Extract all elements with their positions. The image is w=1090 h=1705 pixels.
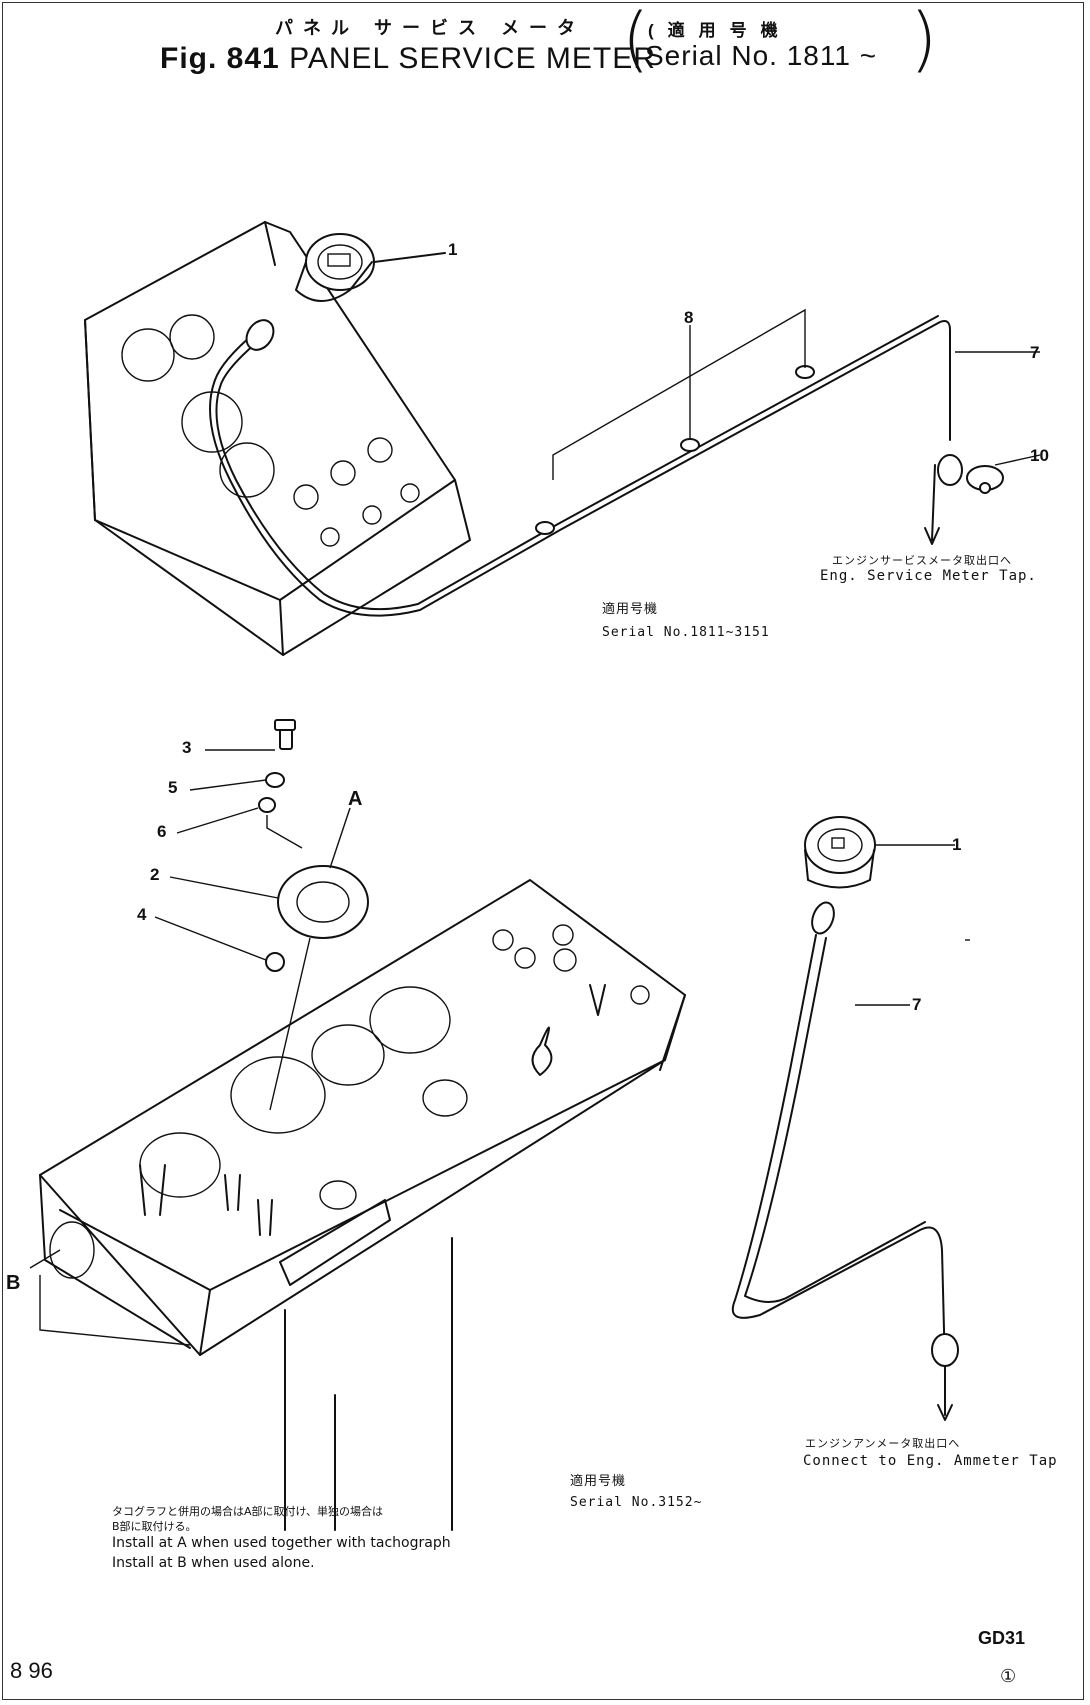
bracket-right: ) <box>910 0 938 80</box>
callout-a: A <box>348 788 363 810</box>
title-japanese-serial: (適用号機 <box>648 21 792 40</box>
callout-3: 3 <box>182 738 192 757</box>
lower-mounting-hardware <box>29 719 369 1346</box>
lower-connect-jp: エンジンアンメータ取出口へ <box>805 1437 961 1450</box>
lower-dashboard <box>39 879 686 1531</box>
drawing-code: GD31 <box>978 1628 1026 1648</box>
lower-serial-jp: 適用号機 <box>570 1474 627 1489</box>
figure-name: PANEL SERVICE METER <box>289 42 656 75</box>
upper-serial-jp: 適用号機 <box>602 602 659 617</box>
upper-meter-cable <box>209 308 1041 617</box>
install-note-jp-line1: タコグラフと併用の場合はA部に取付け、単独の場合は <box>112 1505 383 1518</box>
callout-7-upper: 7 <box>1030 343 1040 362</box>
callout-1-upper: 1 <box>448 240 458 259</box>
callout-7-lower: 7 <box>912 995 922 1014</box>
upper-serial-en: Serial No.1811~3151 <box>602 625 770 640</box>
callout-4: 4 <box>137 905 147 924</box>
revision-mark: ① <box>1000 1666 1017 1686</box>
install-note-en-line2: Install at B when used alone. <box>112 1555 315 1571</box>
upper-connect-en: Eng. Service Meter Tap. <box>820 568 1037 584</box>
install-note-jp-line2: B部に取付ける。 <box>112 1520 197 1533</box>
callout-5: 5 <box>168 778 178 797</box>
callout-b: B <box>6 1272 21 1294</box>
callout-6: 6 <box>157 822 167 841</box>
page-number: 8 96 <box>10 1658 53 1683</box>
callout-1-lower: 1 <box>952 835 962 854</box>
callout-8-upper: 8 <box>684 308 694 327</box>
lower-serial-en: Serial No.3152~ <box>570 1495 703 1510</box>
figure-number: Fig. 841 <box>160 42 280 75</box>
upper-service-meter <box>295 233 446 302</box>
callout-2: 2 <box>150 865 160 884</box>
install-note-en-line1: Install at A when used together with tac… <box>112 1535 451 1551</box>
upper-instrument-box <box>84 221 471 656</box>
lower-connect-en: Connect to Eng. Ammeter Tap <box>803 1453 1058 1469</box>
lower-service-meter <box>731 816 970 1421</box>
bracket-left: ( <box>622 0 650 80</box>
figure-title: Fig. 841 PANEL SERVICE METER <box>160 42 656 76</box>
serial-heading: Serial No. 1811 ~ <box>645 40 878 71</box>
callout-10-upper: 10 <box>1030 446 1049 465</box>
title-japanese: パネル サービス メータ <box>275 18 586 38</box>
upper-connect-jp: エンジンサービスメータ取出口へ <box>832 554 1012 567</box>
